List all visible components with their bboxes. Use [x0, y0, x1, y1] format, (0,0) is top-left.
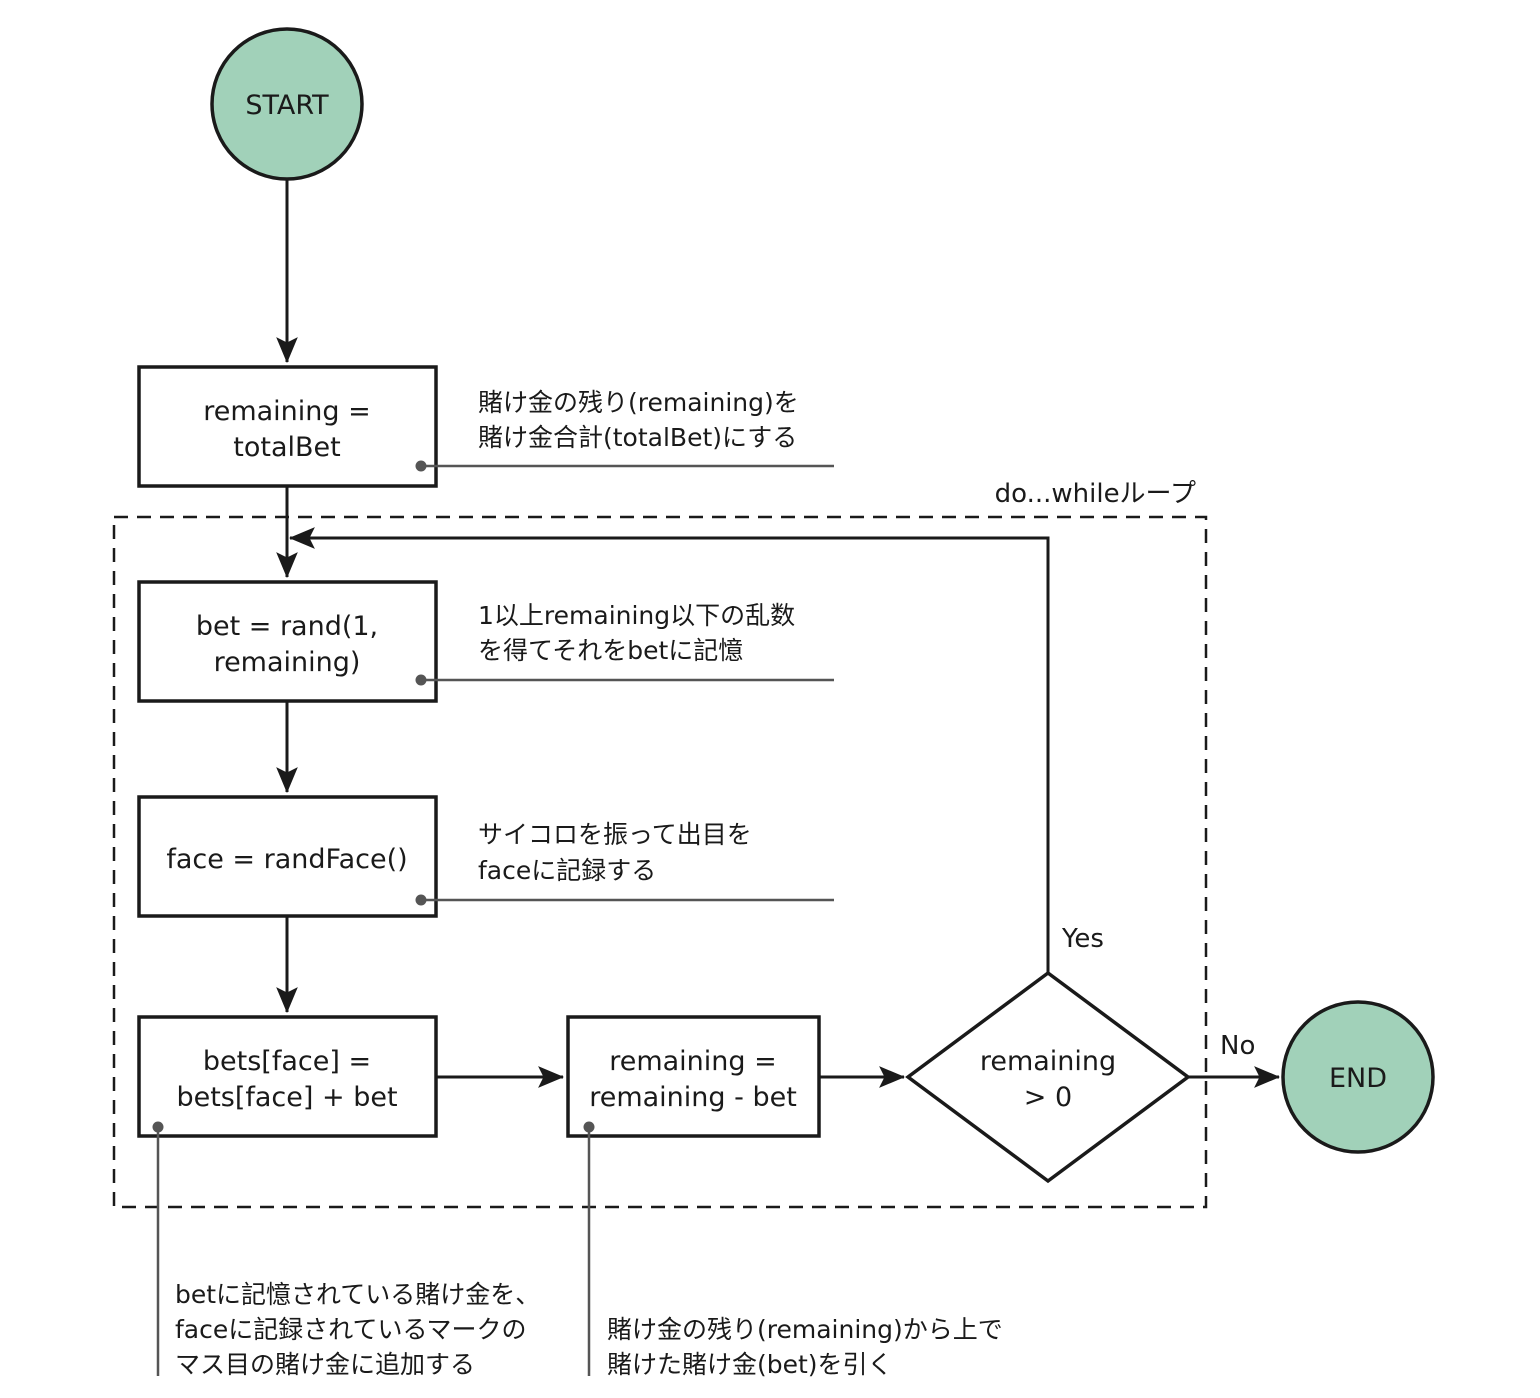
- note-subtract-line1: 賭け金の残り(remaining)から上で: [607, 1315, 1003, 1344]
- note-bet-line2: を得てそれをbetに記憶: [478, 636, 743, 665]
- note-subtract-line2: 賭けた賭け金(bet)を引く: [607, 1350, 893, 1379]
- start-label: START: [245, 90, 329, 121]
- end-node: END: [1281, 1000, 1435, 1154]
- note-bets-line1: betに記憶されている賭け金を、: [175, 1280, 540, 1309]
- step-subtract-line1: remaining =: [609, 1046, 777, 1077]
- note-init-line1: 賭け金の残り(remaining)を: [478, 388, 799, 417]
- note-face-line1: サイコロを振って出目を: [478, 820, 752, 849]
- note-bets-line2: faceに記録されているマークの: [175, 1315, 527, 1344]
- yes-label: Yes: [1061, 924, 1104, 954]
- end-label: END: [1329, 1063, 1387, 1094]
- step-bet-line2: remaining): [214, 647, 361, 678]
- loop-label: do...whileループ: [995, 479, 1196, 509]
- decision-line1: remaining: [980, 1046, 1116, 1077]
- note-bets-line3: マス目の賭け金に追加する: [175, 1350, 475, 1379]
- step-bets-line1: bets[face] =: [203, 1046, 371, 1077]
- note-init: 賭け金の残り(remaining)を 賭け金合計(totalBet)にする: [415, 388, 834, 472]
- step-bets-line2: bets[face] + bet: [176, 1082, 397, 1113]
- start-node: START: [210, 27, 364, 181]
- step-init-line1: remaining =: [203, 396, 371, 427]
- note-bet: 1以上remaining以下の乱数 を得てそれをbetに記憶: [415, 601, 834, 686]
- decision-node: remaining > 0: [905, 970, 1191, 1184]
- loop-region: [112, 515, 1208, 1209]
- step-bet-line1: bet = rand(1,: [196, 611, 378, 642]
- step-face-line1: face = randFace(): [166, 844, 407, 875]
- decision-line2: > 0: [1024, 1082, 1072, 1113]
- step-subtract: remaining = remaining - bet: [566, 1015, 821, 1138]
- edge-yes-loopback: [288, 527, 1050, 972]
- step-bet: bet = rand(1, remaining): [137, 580, 438, 703]
- note-subtract: 賭け金の残り(remaining)から上で 賭けた賭け金(bet)を引く: [583, 1121, 1003, 1379]
- note-bets: betに記憶されている賭け金を、 faceに記録されているマークの マス目の賭け…: [152, 1121, 540, 1379]
- no-label: No: [1220, 1031, 1255, 1061]
- step-bets: bets[face] = bets[face] + bet: [137, 1015, 438, 1138]
- note-face-line2: faceに記録する: [478, 856, 656, 885]
- step-face: face = randFace(): [137, 795, 438, 918]
- note-bet-line1: 1以上remaining以下の乱数: [478, 601, 795, 630]
- step-init: remaining = totalBet: [137, 365, 438, 488]
- note-face: サイコロを振って出目を faceに記録する: [415, 820, 834, 906]
- step-init-line2: totalBet: [233, 432, 340, 463]
- note-init-line2: 賭け金合計(totalBet)にする: [478, 423, 797, 452]
- step-subtract-line2: remaining - bet: [589, 1082, 797, 1113]
